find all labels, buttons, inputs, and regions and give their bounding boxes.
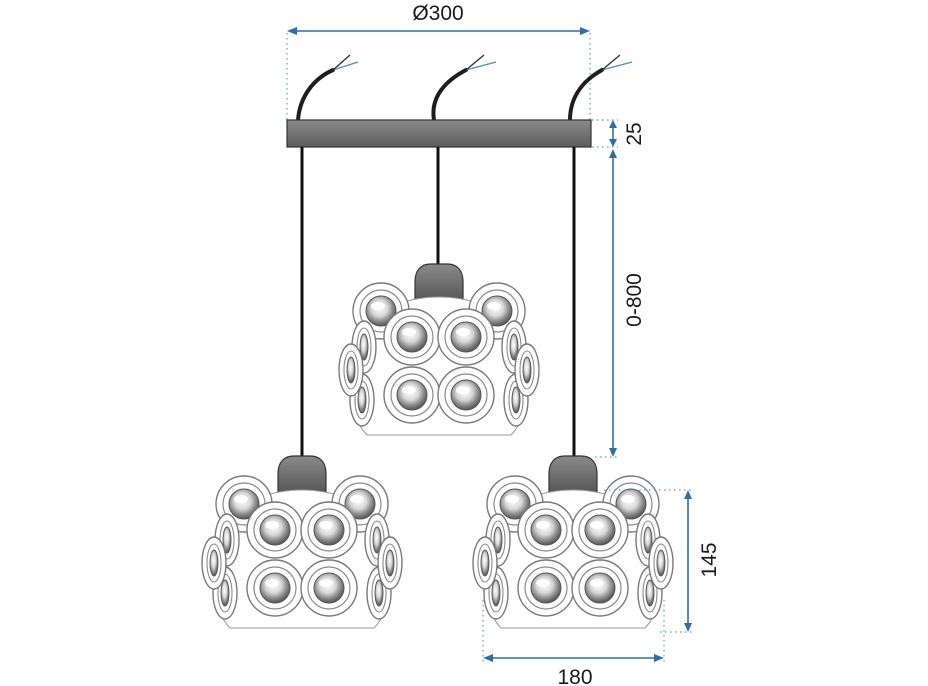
shade-height-dimension: 145 bbox=[604, 489, 721, 633]
canopy-label: 25 bbox=[623, 122, 646, 145]
width-dimension: Ø300 bbox=[286, 2, 591, 120]
arrow-down-icon bbox=[609, 139, 617, 147]
width-label: Ø300 bbox=[412, 2, 463, 25]
arrow-right-icon bbox=[580, 27, 590, 35]
arrow-left-icon bbox=[287, 27, 297, 35]
arrow-up-icon bbox=[609, 149, 617, 158]
wire-left bbox=[296, 68, 335, 122]
pendant-center bbox=[339, 263, 539, 435]
canopy-dimension: 25 bbox=[592, 119, 646, 148]
crystal-shade-right bbox=[473, 476, 673, 628]
pendant-right bbox=[473, 455, 673, 628]
shade-width-label: 180 bbox=[557, 666, 592, 686]
shade-height-label: 145 bbox=[698, 542, 721, 577]
crystal-shade-center bbox=[339, 283, 539, 435]
arrow-down-icon bbox=[609, 448, 617, 457]
arrow-right-icon bbox=[654, 654, 664, 662]
arrow-down-icon bbox=[684, 623, 692, 632]
arrow-up-icon bbox=[609, 120, 617, 128]
canopy-bar bbox=[286, 119, 592, 148]
arrow-up-icon bbox=[684, 490, 692, 499]
shade-width-dimension: 180 bbox=[482, 600, 665, 686]
wire-center bbox=[431, 68, 468, 122]
drop-dimension: 0-800 bbox=[595, 149, 646, 458]
drop-label: 0-800 bbox=[623, 273, 646, 327]
pendant-left bbox=[202, 455, 402, 628]
wire-right bbox=[568, 68, 604, 122]
arrow-left-icon bbox=[483, 654, 493, 662]
supply-wires bbox=[296, 54, 633, 122]
crystal-shade-left bbox=[202, 476, 402, 628]
